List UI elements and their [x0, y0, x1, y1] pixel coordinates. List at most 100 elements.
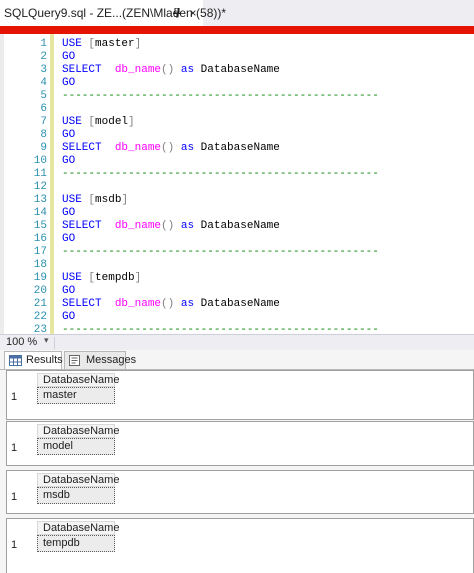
line-number: 3 — [40, 64, 47, 76]
change-tracking-bar — [50, 34, 54, 334]
line-number: 17 — [33, 246, 47, 258]
row-number[interactable]: 1 — [11, 442, 18, 454]
code-line[interactable]: 11 --------------------------------------… — [0, 168, 474, 181]
code-text[interactable]: USE [master] — [62, 38, 141, 51]
code-text[interactable]: SELECT db_name() as DatabaseName — [62, 64, 280, 77]
result-grid-msdb[interactable]: DatabaseName 1 msdb — [6, 470, 474, 514]
column-header[interactable]: DatabaseName — [37, 424, 119, 438]
document-tab-strip: SQLQuery9.sql - ZE...(ZEN\Mladen (58))* … — [0, 0, 474, 26]
keyword-go: GO — [62, 207, 76, 219]
keyword-use: USE — [62, 116, 82, 128]
keyword-as: as — [180, 142, 195, 154]
code-text[interactable]: SELECT db_name() as DatabaseName — [62, 298, 280, 311]
code-line[interactable]: 23--------------------------------------… — [0, 324, 474, 334]
row-number[interactable]: 1 — [11, 391, 18, 403]
code-space — [194, 142, 201, 154]
code-text[interactable]: GO — [62, 233, 75, 246]
grid-cell[interactable]: master — [37, 387, 115, 404]
keyword-use: USE — [62, 194, 82, 206]
code-text[interactable]: GO — [62, 51, 75, 64]
code-line[interactable]: 17 --------------------------------------… — [0, 246, 474, 259]
line-number: 11 — [33, 168, 47, 180]
document-tab[interactable]: SQLQuery9.sql - ZE...(ZEN\Mladen (58))* … — [0, 0, 226, 26]
code-line[interactable]: 5---------------------------------------… — [0, 90, 474, 103]
zoom-bar: 100 % ▾ — [0, 334, 474, 350]
result-grid-tempdb[interactable]: DatabaseName 1 tempdb — [6, 518, 474, 573]
database-identifier: tempdb — [95, 272, 135, 284]
code-text[interactable]: ----------------------------------------… — [62, 168, 379, 181]
code-line[interactable]: 6 — [0, 103, 474, 116]
keyword-go: GO — [62, 233, 76, 245]
zoom-dropdown-icon[interactable]: ▾ — [44, 335, 49, 345]
tab-messages[interactable]: Messages — [64, 351, 136, 369]
results-grid-icon — [9, 355, 22, 366]
close-icon[interactable]: × — [189, 6, 197, 20]
code-text[interactable]: SELECT db_name() as DatabaseName — [62, 220, 280, 233]
parentheses: () — [161, 64, 175, 76]
result-grid-model[interactable]: DatabaseName 1 model — [6, 421, 474, 466]
code-space — [102, 142, 115, 154]
code-text[interactable]: GO — [62, 77, 75, 90]
function-db-name: db_name — [114, 64, 162, 76]
pin-icon[interactable] — [172, 8, 182, 18]
code-line[interactable]: 9 SELECT db_name() as DatabaseName — [0, 142, 474, 155]
row-number[interactable]: 1 — [11, 491, 18, 503]
column-header[interactable]: DatabaseName — [37, 373, 119, 387]
code-text[interactable]: ----------------------------------------… — [62, 246, 379, 259]
line-number: 19 — [33, 272, 47, 284]
code-space — [102, 220, 115, 232]
grid-cell[interactable]: msdb — [37, 487, 115, 504]
code-text[interactable]: GO — [62, 311, 75, 324]
keyword-as: as — [180, 64, 195, 76]
parentheses: () — [161, 220, 175, 232]
result-grid-master[interactable]: DatabaseName 1 master — [6, 370, 474, 420]
tab-results[interactable]: Results — [4, 351, 63, 369]
keyword-select: SELECT — [62, 142, 102, 154]
code-text[interactable]: USE [model] — [62, 116, 135, 129]
code-text[interactable]: GO — [62, 129, 75, 142]
code-line[interactable]: 19 USE [tempdb] — [0, 272, 474, 285]
grid-cell[interactable]: tempdb — [37, 535, 115, 552]
code-space — [194, 64, 201, 76]
code-text[interactable]: GO — [62, 155, 75, 168]
code-space — [174, 142, 181, 154]
code-line[interactable]: 12 — [0, 181, 474, 194]
column-header[interactable]: DatabaseName — [37, 473, 119, 487]
column-alias: DatabaseName — [200, 64, 280, 76]
code-text[interactable]: ----------------------------------------… — [62, 90, 379, 103]
code-text[interactable]: USE [msdb] — [62, 194, 128, 207]
row-number[interactable]: 1 — [11, 539, 18, 551]
keyword-select: SELECT — [62, 220, 102, 232]
keyword-as: as — [180, 220, 195, 232]
code-text[interactable]: GO — [62, 285, 75, 298]
code-line[interactable]: 18 — [0, 259, 474, 272]
code-text[interactable]: USE [tempdb] — [62, 272, 141, 285]
code-text[interactable]: SELECT db_name() as DatabaseName — [62, 142, 280, 155]
line-number: 6 — [40, 103, 47, 115]
keyword-go: GO — [62, 77, 76, 89]
column-header[interactable]: DatabaseName — [37, 521, 119, 535]
code-text[interactable]: GO — [62, 207, 75, 220]
line-number: 9 — [40, 142, 47, 154]
keyword-use: USE — [62, 38, 82, 50]
code-text[interactable]: ----------------------------------------… — [62, 324, 379, 334]
grid-cell[interactable]: model — [37, 438, 115, 455]
zoom-level[interactable]: 100 % — [6, 336, 38, 348]
database-identifier: master — [95, 38, 135, 50]
code-line[interactable]: 3 SELECT db_name() as DatabaseName — [0, 64, 474, 77]
